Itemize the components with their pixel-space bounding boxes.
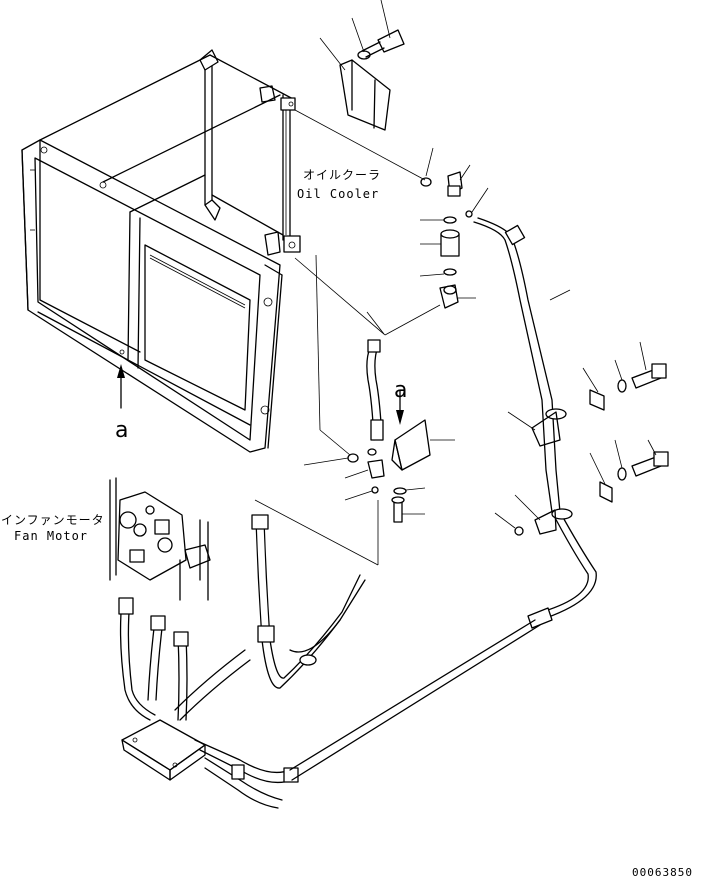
marker-arrows: [117, 364, 125, 409]
oil-cooler-core: [39, 49, 301, 256]
fan-motor: [109, 477, 211, 601]
middle-hose-bracket: [254, 254, 455, 566]
marker-a-left: a: [115, 418, 129, 443]
radiator-frame: [21, 139, 283, 453]
top-bolt-assembly: [294, 0, 426, 181]
oil-cooler-label-en: Oil Cooler: [297, 187, 380, 201]
fan-motor-label-en: Fan Motor: [14, 529, 89, 543]
cooler-fittings: [294, 147, 489, 336]
drawing-number: 00063850: [632, 866, 693, 879]
marker-a-mid: a: [394, 378, 408, 403]
oil-cooler-label-ja: オイルクーラ: [303, 168, 382, 182]
right-hose: [473, 217, 597, 629]
lower-block: [121, 619, 541, 809]
lower-hoses: [118, 514, 366, 721]
fan-motor-label-ja: インファンモータ: [1, 513, 105, 527]
right-clamps: [494, 341, 669, 536]
